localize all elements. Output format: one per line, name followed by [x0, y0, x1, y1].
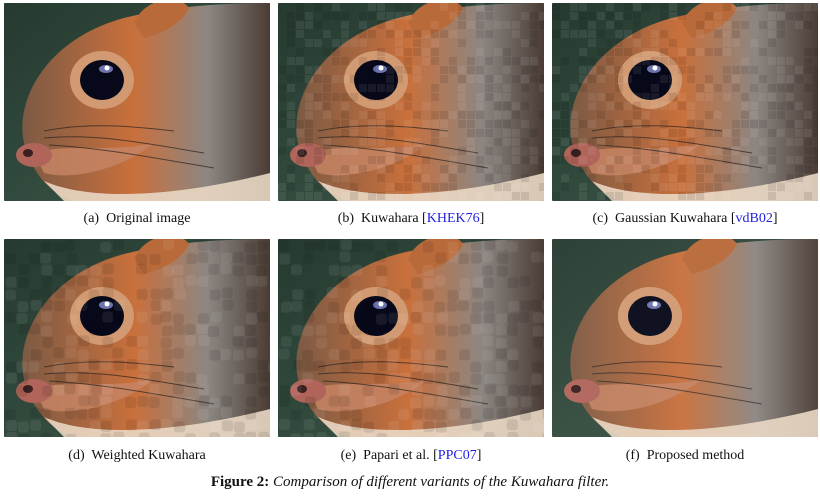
panel-f: [552, 239, 818, 437]
citation-link-khek76[interactable]: KHEK76: [426, 211, 480, 226]
caption-e: (e) Papari et al. [PPC07]: [340, 448, 482, 463]
caption-f: (f) Proposed method: [625, 448, 745, 463]
figure-caption-text: Comparison of different variants of the …: [273, 474, 610, 490]
panel-d: [4, 239, 270, 437]
squirrel-image-papari: [278, 239, 544, 437]
figure-label: Figure 2:: [210, 474, 270, 490]
panel-e: [278, 239, 544, 437]
squirrel-image-original: [4, 3, 270, 201]
caption-b: (b) Kuwahara [KHEK76]: [337, 211, 485, 226]
caption-c: (c) Gaussian Kuwahara [vdB02]: [592, 211, 778, 226]
caption-d: (d) Weighted Kuwahara: [68, 448, 206, 463]
citation-link-vdb02[interactable]: vdB02: [735, 211, 773, 226]
panel-a: [4, 3, 270, 201]
squirrel-image-gaussian-kuwahara: [552, 3, 818, 201]
squirrel-image-proposed: [552, 239, 818, 437]
squirrel-image-kuwahara: [278, 3, 544, 201]
panel-c: [552, 3, 818, 201]
panel-b: [278, 3, 544, 201]
figure-caption: Figure 2: Comparison of different varian…: [0, 473, 820, 491]
caption-a: (a) Original image: [83, 211, 191, 226]
citation-link-ppc07[interactable]: PPC07: [437, 448, 477, 463]
squirrel-image-weighted-kuwahara: [4, 239, 270, 437]
